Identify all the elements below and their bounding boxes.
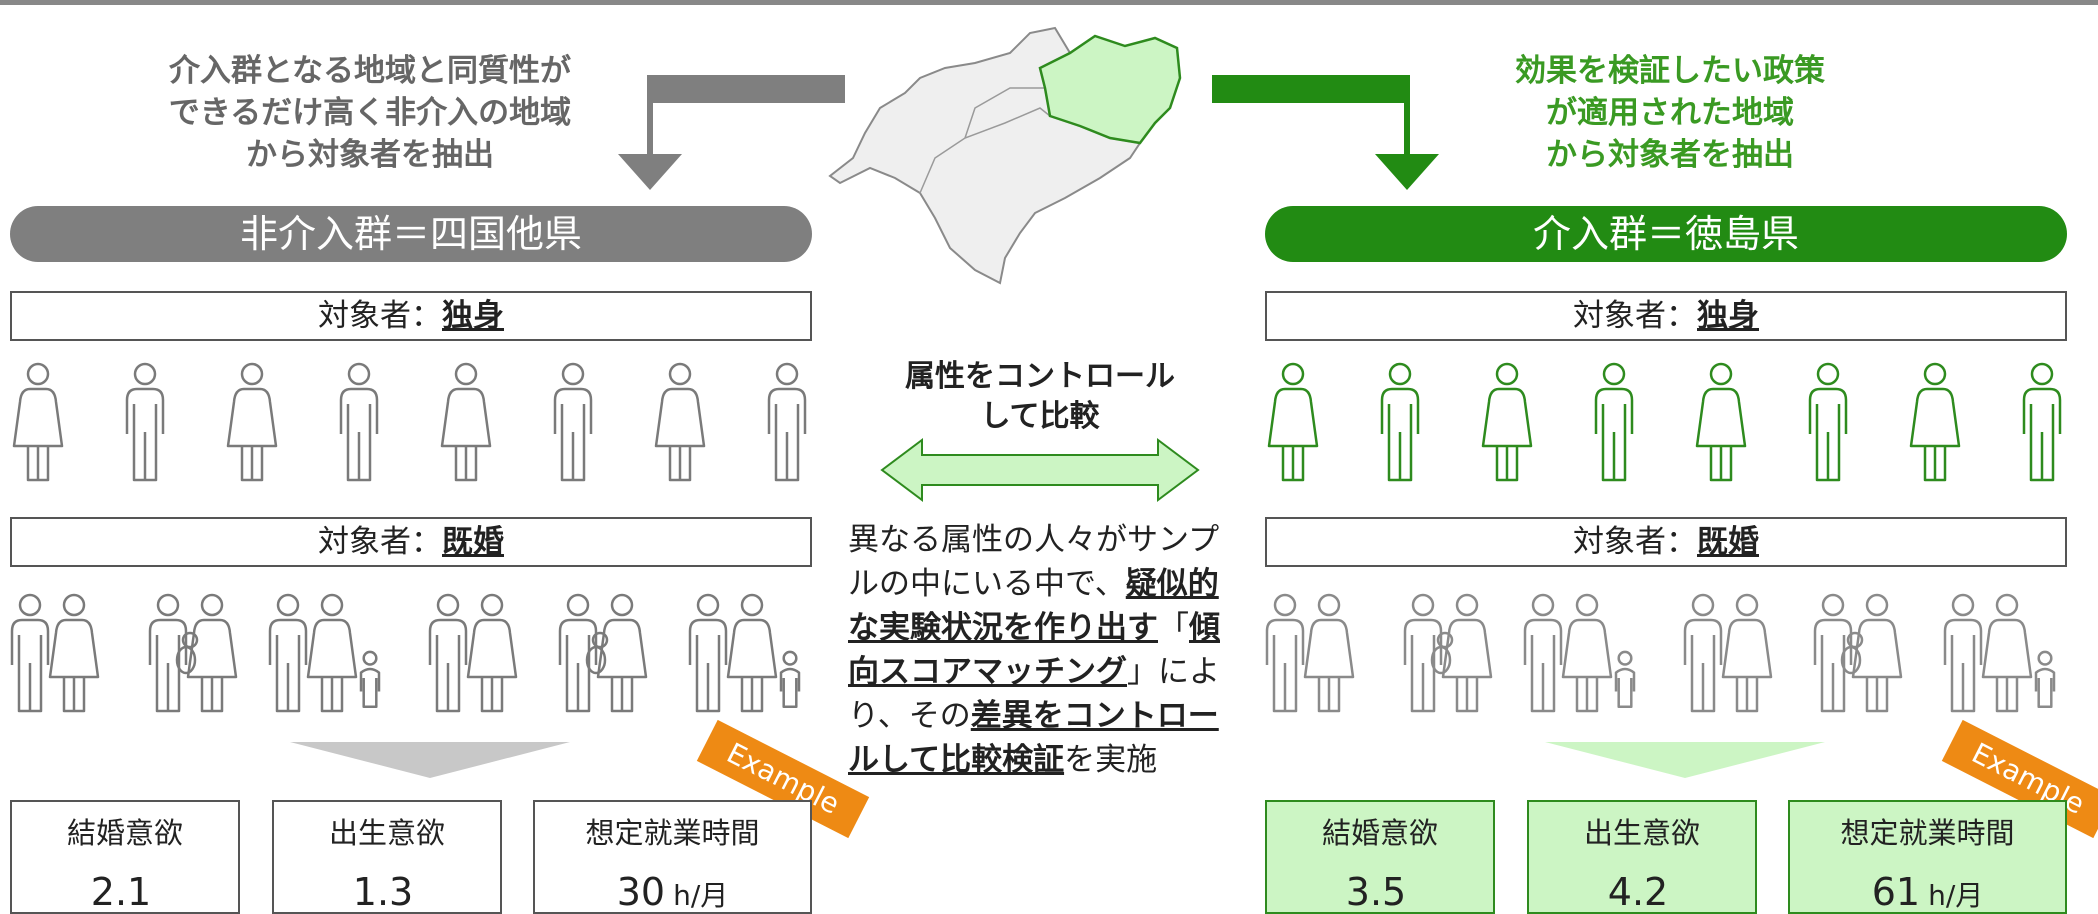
compare-text-1: 異なる属性の人々がサンプルの中にいる中で、 (848, 522, 1220, 602)
man-icon (1380, 362, 1420, 482)
left-single-subject-value: 独身 (442, 298, 504, 334)
map-tokushima (1038, 34, 1182, 145)
metric-label: 想定就業時間 (1840, 816, 2015, 850)
right-elbow-arrow (1212, 75, 1439, 190)
right-metric-card: 結婚意欲 3.5 (1265, 800, 1495, 914)
compare-title: 属性をコントロール して比較 (880, 357, 1200, 437)
family-child-icon (1943, 593, 2056, 713)
left-married-subject-prefix: 対象者： (318, 524, 442, 560)
family-couple-icon (10, 593, 100, 713)
right-married-subject-box: 対象者：既婚 (1265, 517, 2067, 567)
left-description-line-1: 介入群となる地域と同質性が (168, 53, 572, 89)
metric-label: 出生意欲 (328, 816, 445, 850)
woman-icon (1267, 362, 1319, 482)
right-metric-card: 出生意欲 4.2 (1527, 800, 1757, 914)
compare-text-4: を実施 (1064, 742, 1158, 778)
metric-value: 4.2 (1607, 870, 1669, 914)
double-arrow (880, 438, 1200, 502)
left-metric-card: 出生意欲 1.3 (272, 800, 502, 914)
right-single-subject-value: 独身 (1697, 298, 1759, 334)
left-married-subject-value: 既婚 (442, 524, 504, 560)
family-baby-icon (1813, 593, 1903, 713)
woman-icon (1695, 362, 1747, 482)
woman-icon (226, 362, 278, 482)
compare-emphasis-2: 傾向スコアマッチング (848, 610, 1220, 690)
woman-icon (1481, 362, 1533, 482)
compare-text-2: 「 (1158, 610, 1189, 646)
family-baby-icon (558, 593, 648, 713)
family-child-icon (1523, 593, 1636, 713)
man-icon (2022, 362, 2062, 482)
metric-value: 61 (1871, 870, 1921, 914)
shikoku-map (828, 26, 1182, 285)
left-single-subject-prefix: 対象者： (318, 298, 442, 334)
family-baby-icon (1403, 593, 1493, 713)
right-description-line-2: が適用された地域 (1546, 95, 1794, 131)
right-married-subject-value: 既婚 (1697, 524, 1759, 560)
left-description-line-3: から対象者を抽出 (246, 137, 494, 173)
metric-value: 1.3 (352, 870, 414, 914)
metric-value: 3.5 (1345, 870, 1407, 914)
compare-title-line-2: して比較 (980, 399, 1100, 434)
right-single-subject-box: 対象者：独身 (1265, 291, 2067, 341)
right-description-line-1: 効果を検証したい政策 (1515, 53, 1825, 89)
woman-icon (12, 362, 64, 482)
right-family-row (1265, 593, 2056, 713)
man-icon (339, 362, 379, 482)
right-single-subject-prefix: 対象者： (1573, 298, 1697, 334)
family-baby-icon (148, 593, 238, 713)
compare-title-line-1: 属性をコントロール (905, 359, 1175, 394)
family-couple-icon (1683, 593, 1773, 713)
compare-description: 異なる属性の人々がサンプルの中にいる中で、疑似的な実験状況を作り出す「傾向スコア… (848, 518, 1220, 782)
man-icon (1808, 362, 1848, 482)
right-married-subject-prefix: 対象者： (1573, 524, 1697, 560)
man-icon (767, 362, 807, 482)
metric-label: 結婚意欲 (1321, 816, 1438, 850)
woman-icon (1909, 362, 1961, 482)
woman-icon (440, 362, 492, 482)
left-metric-card: 結婚意欲 2.1 (10, 800, 240, 914)
compare-emphasis-3: 差異をコントロールして比較検証 (848, 698, 1219, 778)
family-couple-icon (428, 593, 518, 713)
man-icon (1594, 362, 1634, 482)
man-icon (553, 362, 593, 482)
metric-value: 2.1 (90, 870, 152, 914)
compare-text-3: 」により、その (848, 654, 1220, 734)
left-description: 介入群となる地域と同質性が できるだけ高く非介入の地域 から対象者を抽出 (150, 50, 590, 176)
top-border (0, 0, 2098, 5)
left-single-subject-box: 対象者：独身 (10, 291, 812, 341)
man-icon (125, 362, 165, 482)
metric-unit: h/月 (1928, 879, 1984, 912)
left-elbow-arrow-shape (618, 75, 845, 190)
metric-label: 想定就業時間 (585, 816, 760, 850)
metric-label: 出生意欲 (1583, 816, 1700, 850)
woman-icon (654, 362, 706, 482)
intervention-group-label: 介入群＝徳島県 (1265, 206, 2067, 262)
family-child-icon (268, 593, 381, 713)
non-intervention-group-label: 非介入群＝四国他県 (10, 206, 812, 262)
map-internal-border (919, 87, 1051, 194)
right-description-line-3: から対象者を抽出 (1546, 137, 1794, 173)
right-description: 効果を検証したい政策 が適用された地域 から対象者を抽出 (1470, 50, 1870, 176)
compare-emphasis-1: 疑似的な実験状況を作り出す (848, 566, 1219, 646)
right-down-triangle (1545, 742, 1825, 778)
metric-unit: h/月 (673, 879, 729, 912)
metric-value: 30 (616, 870, 666, 914)
left-down-triangle (290, 742, 570, 778)
metric-label: 結婚意欲 (66, 816, 183, 850)
left-family-row (10, 593, 801, 713)
left-married-subject-box: 対象者：既婚 (10, 517, 812, 567)
right-single-people-row (1267, 362, 2062, 482)
left-description-line-2: できるだけ高く非介入の地域 (168, 95, 572, 131)
family-couple-icon (1265, 593, 1355, 713)
left-single-people-row (12, 362, 807, 482)
family-child-icon (688, 593, 801, 713)
